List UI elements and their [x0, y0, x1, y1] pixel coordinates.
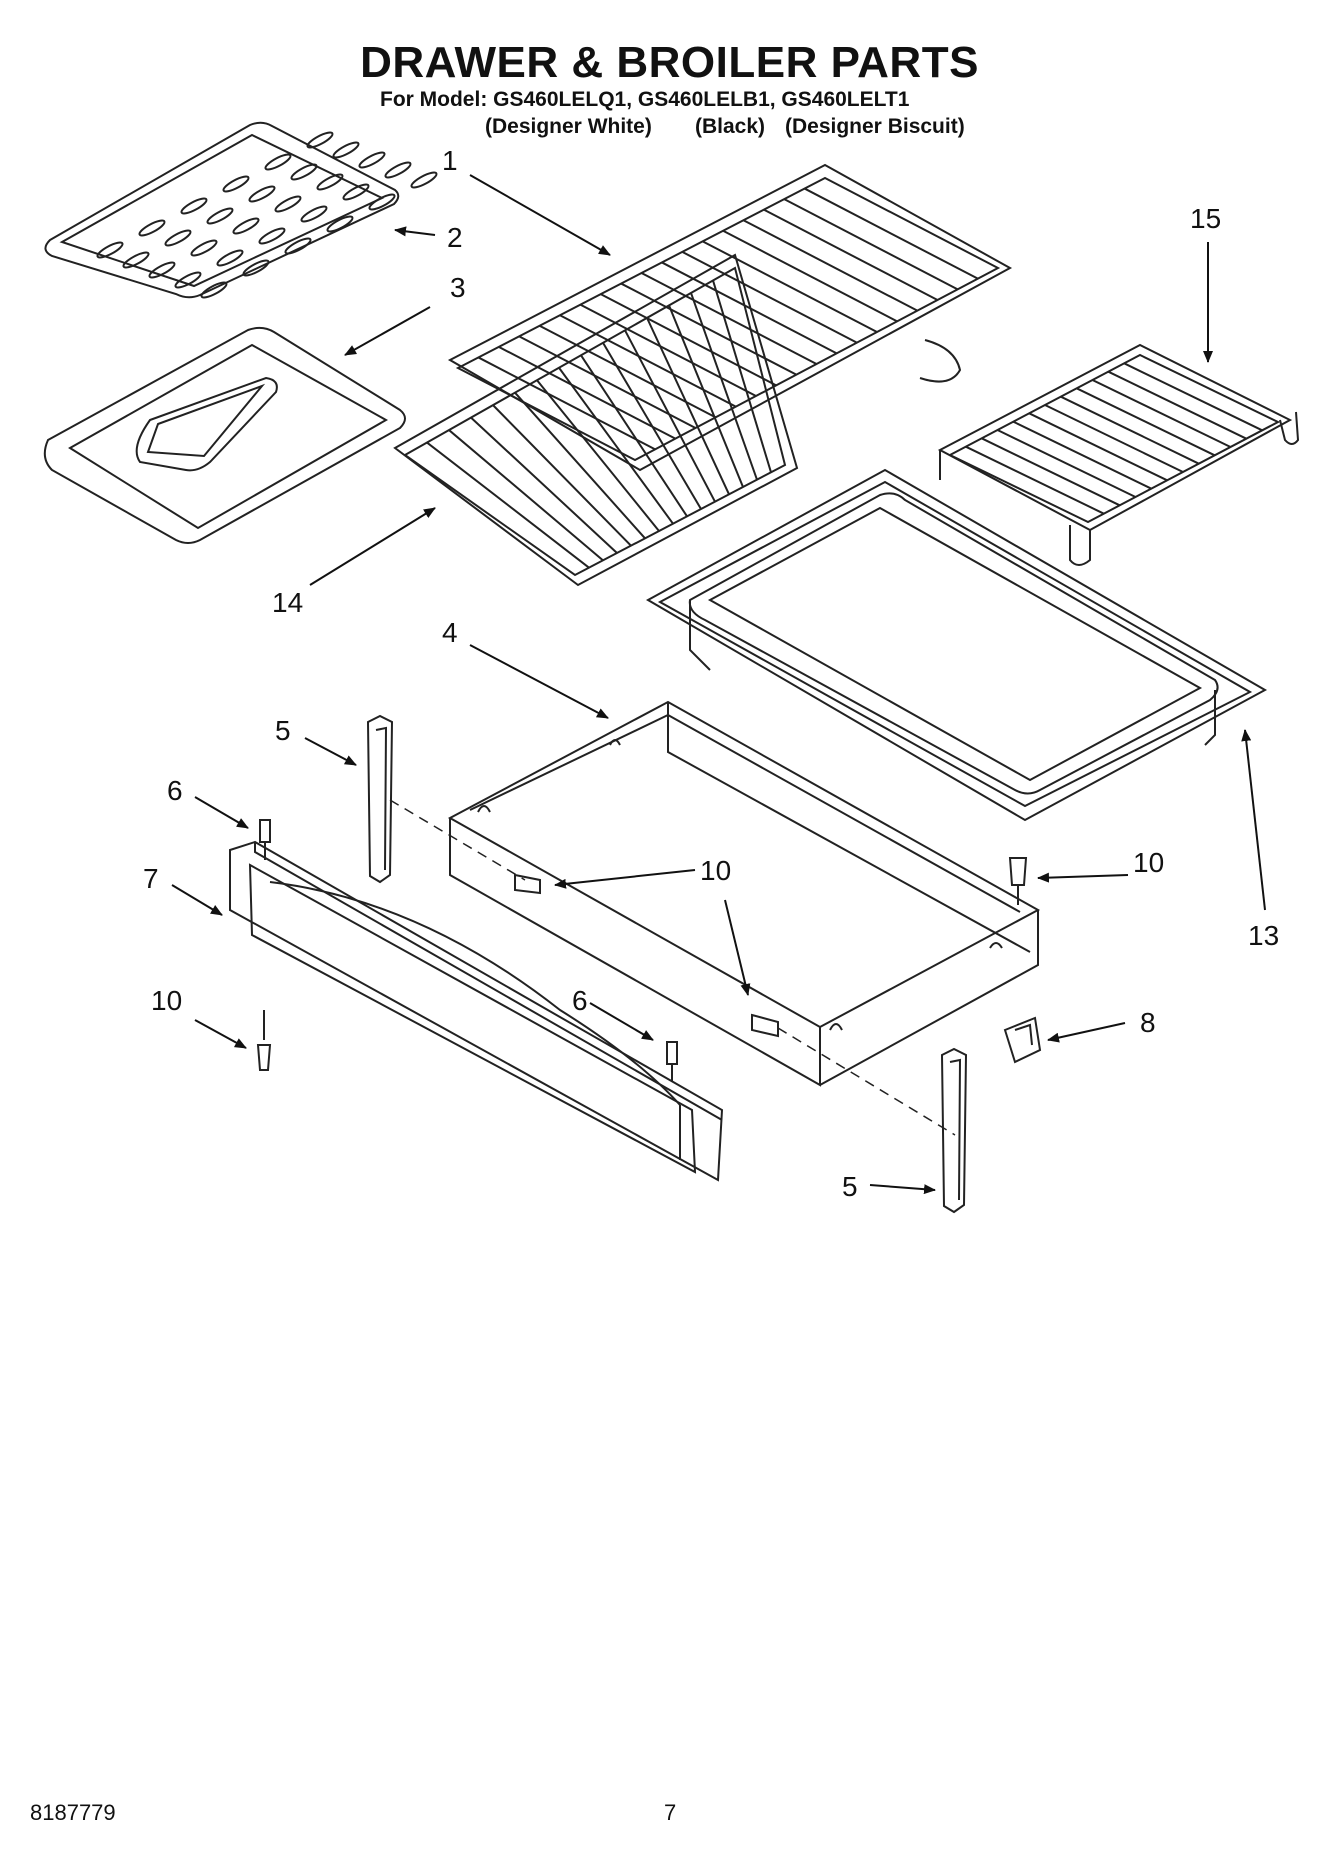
callout-14: 14: [272, 587, 303, 618]
callout-5-upper: 5: [275, 715, 291, 746]
broiler-rack-small: [937, 343, 1300, 566]
screw-drawer-center: [751, 1013, 779, 1038]
variant-designer-white: (Designer White): [485, 115, 652, 138]
callout-10-drawer-left: 10: [700, 855, 731, 886]
callout-5-lower: 5: [842, 1171, 858, 1202]
callout-6-lower: 6: [572, 985, 588, 1016]
drawer-slide-right: [940, 1047, 968, 1214]
callout-6-upper: 6: [167, 775, 183, 806]
oven-rack-upper: [447, 163, 1013, 472]
oven-rack-lower: [393, 253, 799, 587]
screw-panel: [256, 1010, 272, 1071]
callout-13: 13: [1248, 920, 1279, 951]
callout-3: 3: [450, 272, 466, 303]
drawer-slide-left: [366, 714, 394, 884]
variant-designer-biscuit: (Designer Biscuit): [785, 115, 965, 138]
drawer-liner: [645, 468, 1268, 822]
callout-4: 4: [442, 617, 458, 648]
screw-drawer-left: [514, 873, 541, 895]
callout-8: 8: [1140, 1007, 1156, 1038]
callout-2: 2: [447, 222, 463, 253]
callout-10-drawer-right: 10: [1133, 847, 1164, 878]
page-number: 7: [664, 1800, 677, 1825]
page-title: DRAWER & BROILER PARTS: [360, 38, 979, 87]
callout-1: 1: [442, 145, 458, 176]
screw-drawer-right: [1008, 857, 1028, 905]
broiler-pan-grid: [44, 121, 438, 299]
variant-black: (Black): [695, 115, 766, 138]
drawer-front-panel: [229, 840, 724, 1182]
document-number: 8187779: [30, 1800, 116, 1825]
broiler-pan: [43, 326, 406, 544]
callout-15: 15: [1190, 203, 1221, 234]
storage-drawer-body: [447, 700, 1041, 1087]
stud-lower: [666, 1041, 678, 1082]
model-list: For Model: GS460LELQ1, GS460LELB1, GS460…: [380, 88, 910, 111]
callout-leaders: [171, 174, 1266, 1195]
assembly-lines: [389, 799, 956, 1136]
drawer-clip: [1003, 1016, 1042, 1064]
callout-10-panel: 10: [151, 985, 182, 1016]
callout-7: 7: [143, 863, 159, 894]
stud-upper: [259, 819, 271, 860]
